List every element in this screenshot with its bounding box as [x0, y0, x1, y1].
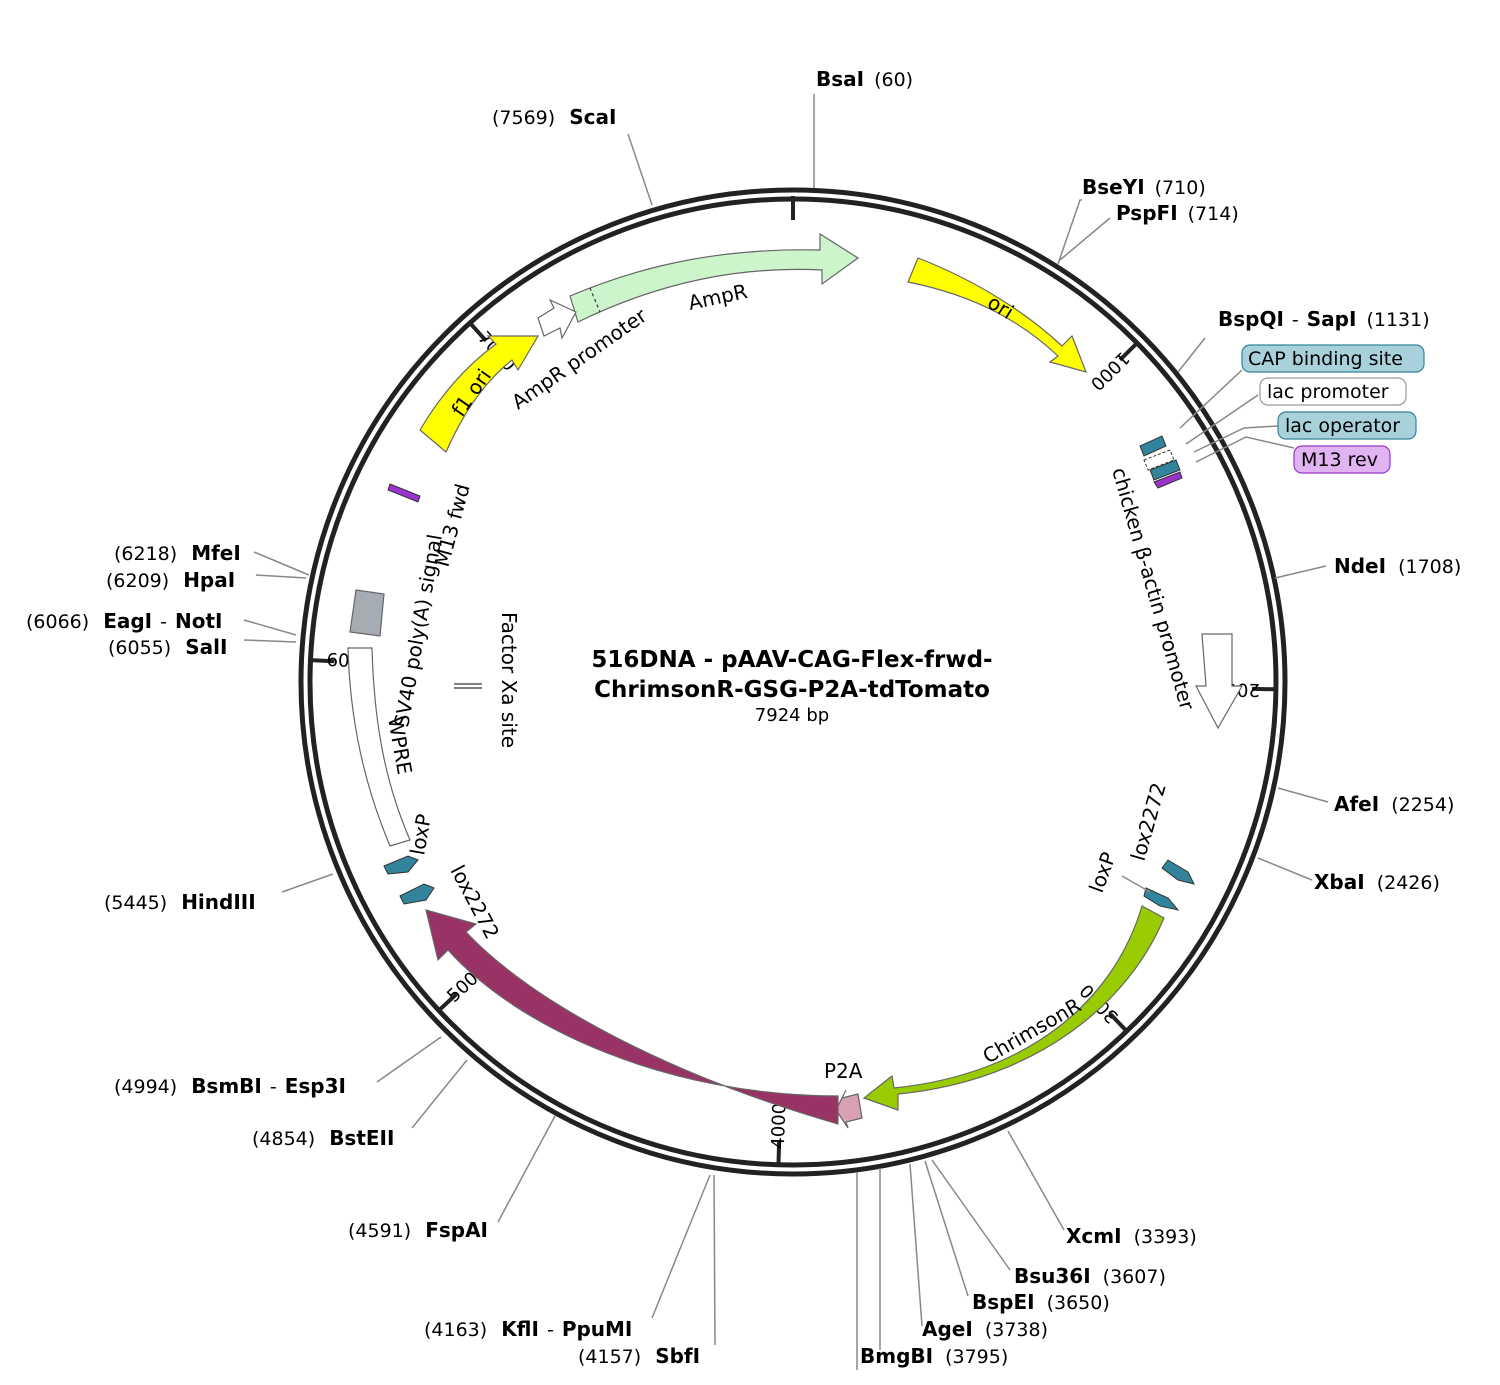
feature-lac-leader-lines — [1179, 369, 1295, 463]
legend-pill-label: CAP binding site — [1248, 348, 1403, 370]
legend-pill-lac-promoter: lac promoter — [1259, 377, 1407, 406]
site-mfei: (6218)MfeI — [114, 541, 241, 565]
site-bseyi: BseYI(710) — [1082, 175, 1206, 199]
legend-pill-label: lac promoter — [1267, 381, 1389, 403]
feature-ori: ori — [907, 257, 1087, 373]
site-bspqi-sapi: BspQI-SapI(1131) — [1218, 307, 1430, 331]
site-sali: (6055)SalI — [108, 635, 227, 659]
legend-pill-cap-binding-site: CAP binding site — [1241, 344, 1425, 373]
site-leader-lines — [243, 94, 1329, 1370]
feature-chicken-beta-actin-promoter: chicken β-actin promoter — [1107, 465, 1244, 730]
label-m13-fwd: M13 fwd — [430, 481, 475, 569]
scale-ticks: 1000200030004000500060007000 — [312, 323, 1274, 1163]
plasmid-size: 7924 bp — [755, 705, 829, 726]
legend-pill-m13-rev: M13 rev — [1293, 445, 1391, 474]
tick-label-4000: 4000 — [768, 1103, 790, 1149]
feature-ampr: AmpR — [569, 232, 860, 323]
feature-p2a: P2A — [824, 1059, 863, 1129]
feature-chrimsonr: ChrimsonR — [862, 905, 1165, 1111]
label-lox2272-right: lox2272 — [1126, 780, 1171, 863]
legend-pill-lac-operator: lac operator — [1277, 411, 1417, 440]
site-xcmi: XcmI(3393) — [1066, 1224, 1197, 1248]
plasmid-title-line-2: ChrimsonR-GSG-P2A-tdTomato — [594, 677, 990, 703]
tick-mark-4000 — [776, 1140, 782, 1163]
tick-mark-5000 — [438, 992, 458, 1011]
site-fspai: (4591)FspAI — [348, 1218, 488, 1242]
site-ndei: NdeI(1708) — [1334, 554, 1461, 578]
site-bsu36i: Bsu36I(3607) — [1014, 1264, 1166, 1288]
site-hpai: (6209)HpaI — [106, 568, 235, 592]
site-hindiii: (5445)HindIII — [104, 890, 256, 914]
site-bsteii: (4854)BstEII — [252, 1126, 394, 1150]
legend-pill-label: M13 rev — [1301, 449, 1378, 471]
site-scai: (7569)ScaI — [492, 105, 616, 129]
label-loxp-right: loxP — [1084, 849, 1121, 896]
site-agei: AgeI(3738) — [922, 1317, 1048, 1341]
plasmid-title-line-1: 516DNA - pAAV-CAG-Flex-frwd- — [591, 647, 992, 673]
feature-tdtomato: tdTomato — [425, 909, 839, 1125]
site-bsai: BsaI(60) — [816, 67, 913, 91]
site-pspfi: PspFI(714) — [1116, 201, 1239, 225]
label-ampr: AmpR — [686, 279, 750, 315]
site-bspei: BspEI(3650) — [972, 1290, 1110, 1314]
feature-m13-fwd: M13 fwd — [387, 481, 475, 569]
label-p2a: P2A — [824, 1059, 863, 1083]
site-bmgbi: BmgBI(3795) — [860, 1344, 1008, 1368]
site-afei: AfeI(2254) — [1334, 792, 1454, 816]
tick-mark-3000 — [1108, 1012, 1127, 1032]
label-factor-xa-site: Factor Xa site — [497, 612, 521, 748]
backbone-outer-ring — [298, 187, 1288, 1177]
feature-lox2272-right: lox2272 — [1126, 780, 1195, 885]
tick-mark-1000 — [1118, 343, 1138, 362]
site-eagi-noti: (6066)EagI-NotI — [26, 609, 222, 633]
legend-pill-label: lac operator — [1285, 415, 1400, 437]
site-bsmbi-esp3i: (4994)BsmBI-Esp3I — [114, 1074, 346, 1098]
tick-mark-7000 — [469, 323, 488, 343]
tick-label-1000: 1000 — [1086, 347, 1133, 394]
label-chicken-beta-actin-promoter: chicken β-actin promoter — [1107, 465, 1199, 714]
site-sbfi: (4157)SbfI — [578, 1344, 700, 1368]
site-xbai: XbaI(2426) — [1314, 870, 1440, 894]
label-loxp-left: loxP — [405, 812, 436, 857]
feature-factor-xa-site: Factor Xa site — [454, 612, 521, 748]
tick-mark-6000 — [312, 658, 335, 664]
site-kfli-ppumi: (4163)KflI-PpuMI — [424, 1317, 632, 1341]
feature-lac-elements — [1139, 435, 1183, 489]
